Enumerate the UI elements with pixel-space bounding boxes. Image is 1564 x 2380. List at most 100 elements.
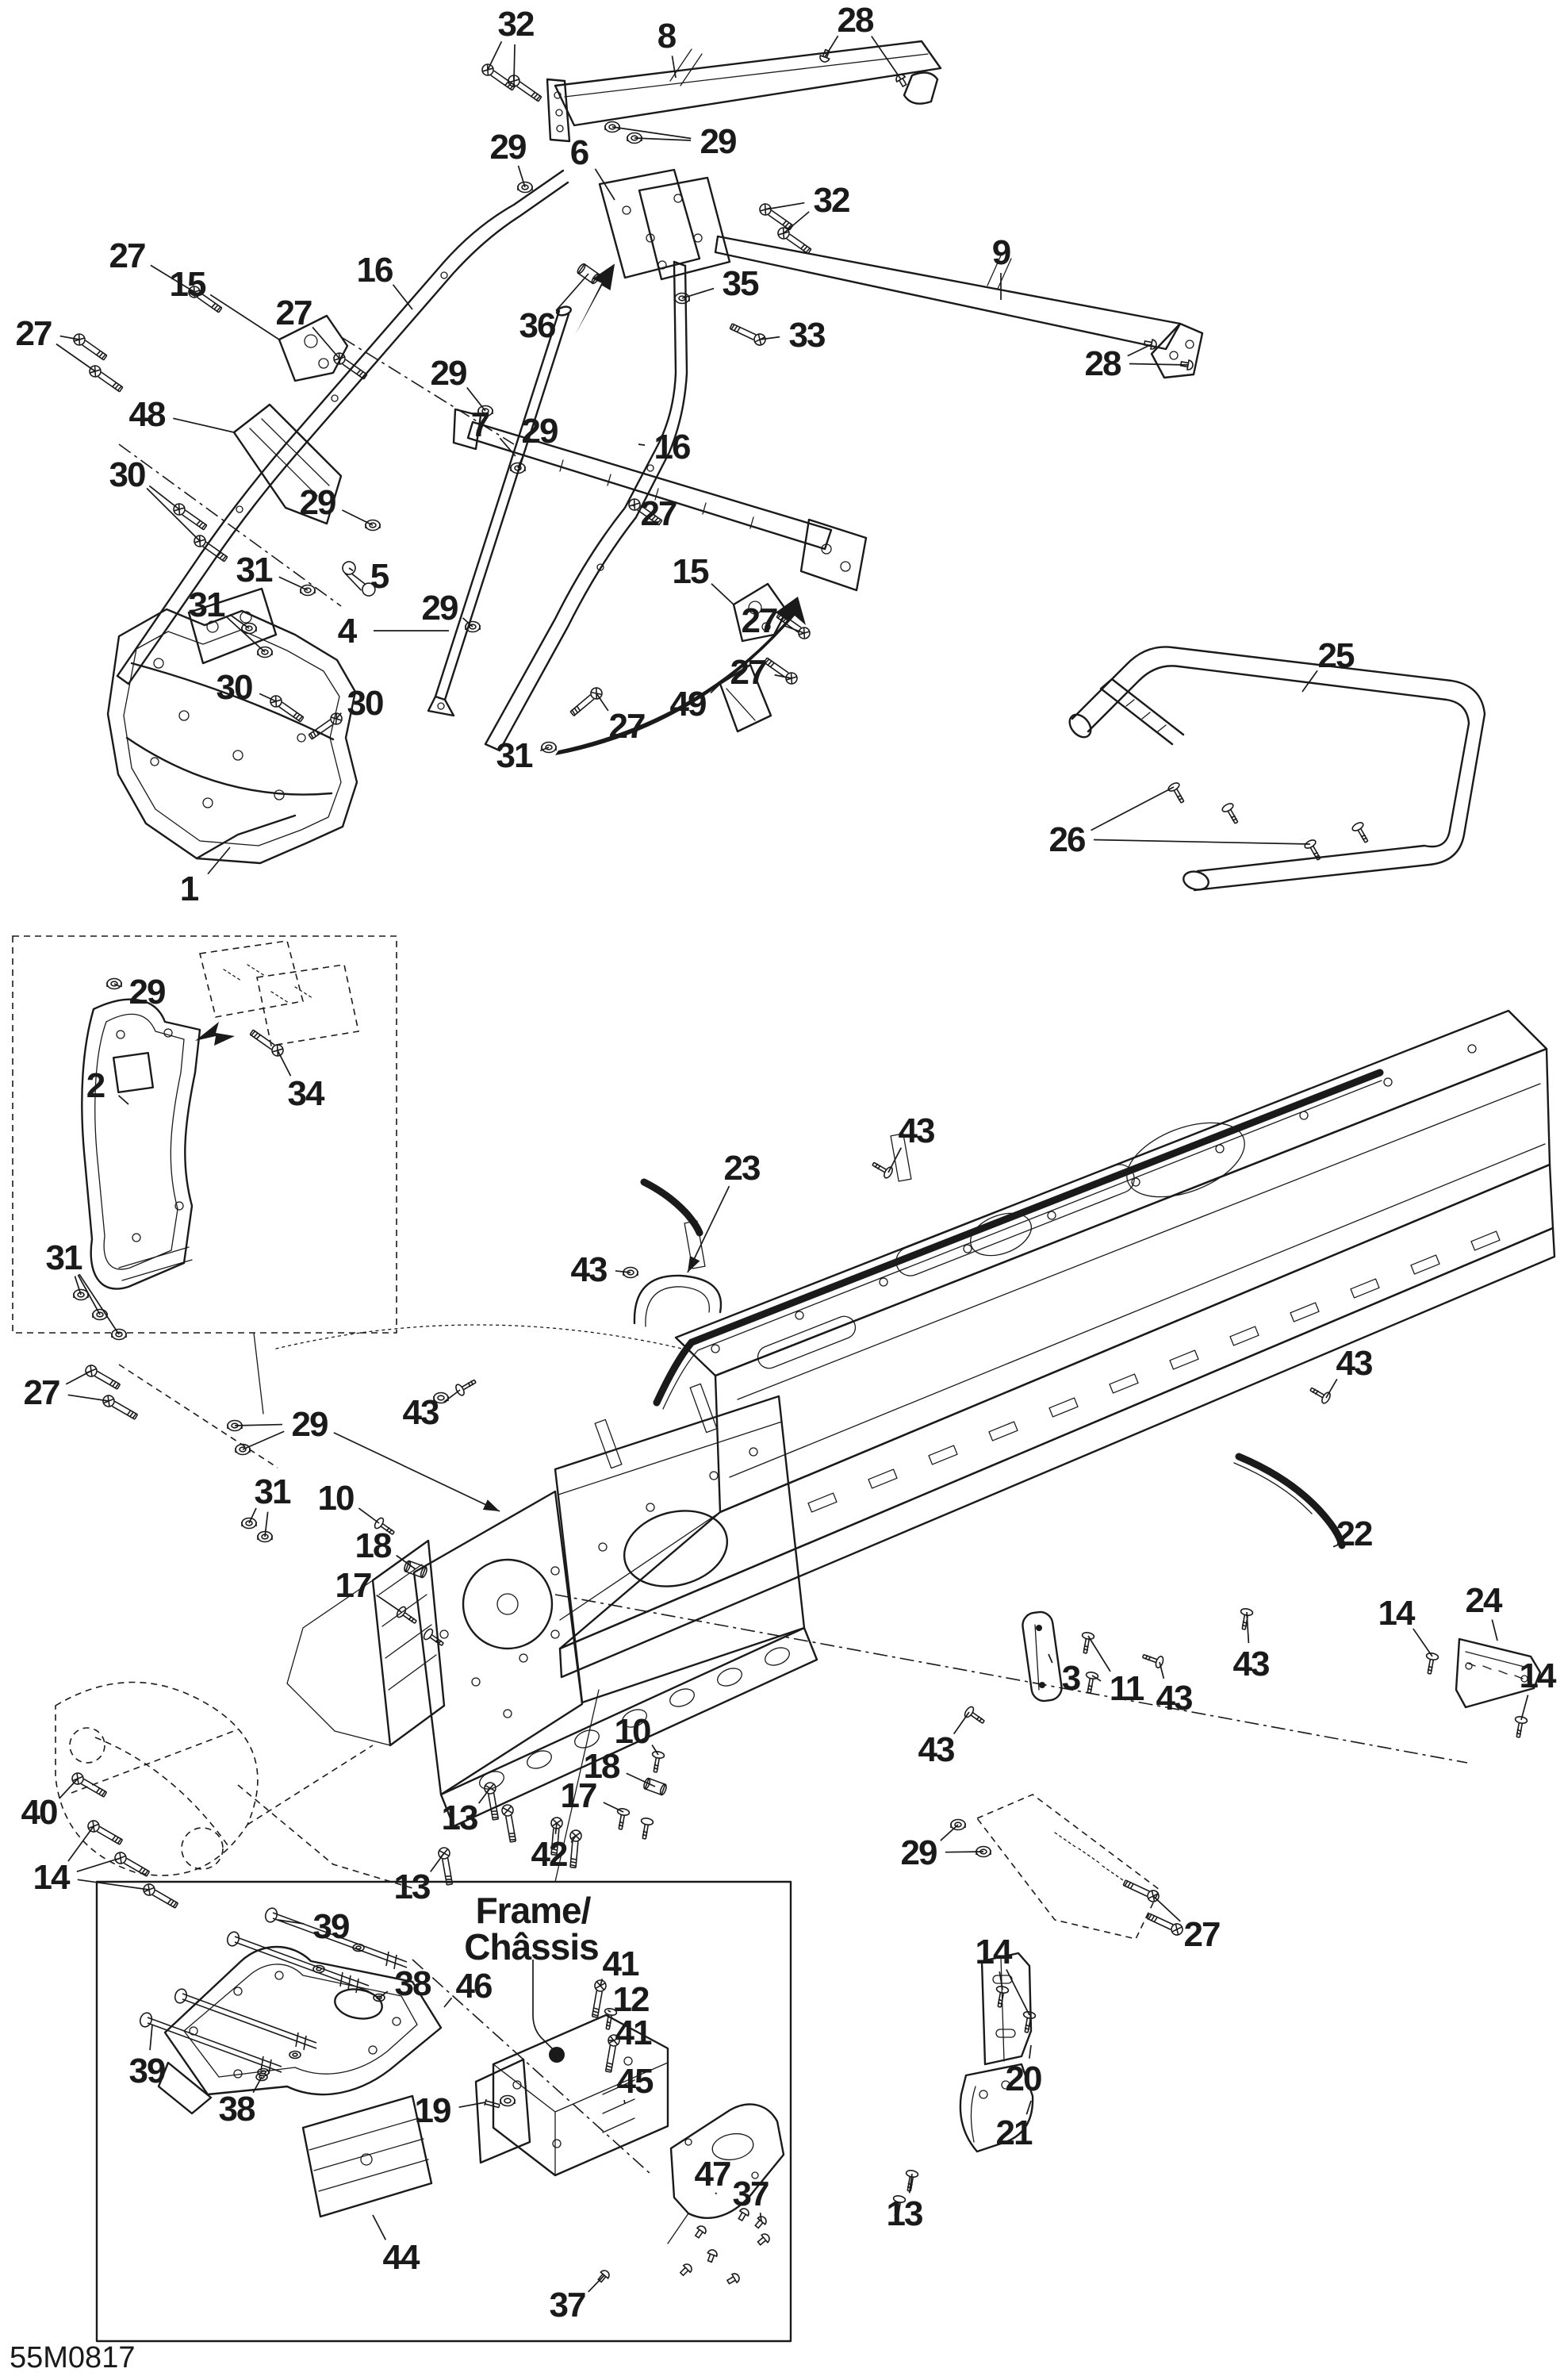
part-number-label: 38 <box>219 2090 255 2129</box>
leader-line <box>487 40 503 71</box>
leader-line <box>333 1432 500 1512</box>
part-callout-39: 39 <box>129 2024 167 2090</box>
fastener-nut-glyph <box>235 1443 251 1456</box>
leader-line <box>77 1274 101 1315</box>
part-callout-27: 27 <box>24 1365 139 1420</box>
fastener-bolt-glyph <box>1146 1913 1183 1936</box>
part-callout-27: 27 <box>1122 1879 1221 1954</box>
part-callout-31: 31 <box>496 736 557 775</box>
fastener-bolt-glyph <box>333 352 368 380</box>
fastener-screw-glyph <box>964 1706 985 1724</box>
part-number-label: 43 <box>403 1393 439 1432</box>
fastener-bolt-glyph <box>569 687 603 717</box>
part-number-label: 49 <box>670 685 706 724</box>
part-callout-16: 16 <box>638 428 692 466</box>
part-number-label: 43 <box>1156 1679 1192 1718</box>
pillar-detail-box <box>12 935 397 1334</box>
part-callout-32: 32 <box>481 5 542 102</box>
fastener-rivet-glyph <box>726 2273 740 2285</box>
part-number-label: 47 <box>695 2155 730 2194</box>
leader-line <box>588 2274 605 2293</box>
leader-line <box>626 1772 656 1787</box>
part-number-label: 31 <box>46 1238 82 1277</box>
fastener-washer-glyph <box>289 2050 301 2059</box>
part-callout-15: 15 <box>673 552 734 605</box>
leader-line <box>277 1919 305 1925</box>
part-number-label: 31 <box>236 551 273 589</box>
fastener-bolt-glyph <box>188 286 223 313</box>
part-number-label: 18 <box>355 1526 392 1565</box>
part-callout-31: 31 <box>241 1472 293 1543</box>
fastener-rivet-glyph <box>754 2216 767 2229</box>
part-callout-18: 18 <box>584 1747 667 1796</box>
leader-line <box>226 616 266 653</box>
leader-line <box>517 448 527 469</box>
leader-line <box>1325 1378 1338 1399</box>
part-number-label: 22 <box>1336 1514 1372 1553</box>
part-callout-42: 42 <box>531 1817 582 1874</box>
part-number-label: 44 <box>383 2238 420 2277</box>
fastener-nut-glyph <box>517 181 533 194</box>
leader-line <box>252 2076 263 2094</box>
part-number-label: 5 <box>370 557 389 596</box>
fastener-screw-glyph <box>1141 1653 1164 1668</box>
part-callout-36: 36 <box>519 263 600 345</box>
part-callout-38: 38 <box>373 1964 433 2003</box>
support-bar-9 <box>714 235 1204 379</box>
fastener-screw-glyph <box>1240 1608 1254 1630</box>
part-callout-28: 28 <box>1085 339 1194 383</box>
part-callout-11: 11 <box>1081 1632 1146 1708</box>
leader-line <box>259 693 277 702</box>
fastener-nut-glyph <box>106 977 122 990</box>
part-callout-13: 13 <box>887 2170 924 2233</box>
leader-line <box>76 1857 121 1872</box>
leader-line <box>1087 1635 1111 1672</box>
fastener-screw-glyph <box>1085 1672 1099 1694</box>
fastener-nut-glyph <box>111 1328 127 1341</box>
part-callout-14: 14 <box>976 1933 1037 2033</box>
fastener-bolt-glyph <box>591 1979 607 2018</box>
fastener-rivet-glyph <box>597 2270 610 2283</box>
leader-line <box>1093 839 1311 845</box>
leader-line <box>759 336 780 340</box>
part-number-label: 12 <box>613 1980 649 2019</box>
part-number-label: 28 <box>1085 344 1121 383</box>
leader-line <box>596 693 609 712</box>
part-number-label: 17 <box>561 1776 596 1815</box>
fastener-bolt-glyph <box>729 323 766 346</box>
part-number-label: 29 <box>522 412 558 451</box>
fastener-nut-glyph <box>976 1845 991 1858</box>
fastener-bolt-glyph <box>87 1820 124 1845</box>
leader-line <box>207 846 231 875</box>
fastener-washer-glyph <box>257 2067 270 2077</box>
fastener-rivet-glyph <box>679 2263 692 2277</box>
part-callout-27: 27 <box>628 494 678 533</box>
fastener-screw-glyph <box>374 1517 395 1535</box>
fastener-rivet-glyph <box>1179 359 1194 370</box>
part-number-label: 33 <box>789 316 825 355</box>
fastener-bolt-glyph <box>173 503 208 531</box>
leader-line <box>348 567 354 572</box>
part-number-label: 31 <box>255 1472 291 1511</box>
leader-line <box>396 1554 416 1570</box>
fastener-screw-glyph <box>1081 1632 1095 1654</box>
fastener-bolt-glyph <box>143 1883 179 1909</box>
part-number-label: 19 <box>415 2091 450 2130</box>
fastener-nut-glyph <box>604 121 620 133</box>
fastener-bolt-glyph <box>777 227 812 255</box>
bulkhead-assembly <box>286 1383 818 1828</box>
part-number-label: 20 <box>1006 2059 1041 2098</box>
fastener-washer-glyph <box>352 1943 365 1952</box>
part-callout-16: 16 <box>357 251 413 310</box>
fastener-nut-glyph <box>627 132 642 144</box>
part-callout-31: 31 <box>46 1238 127 1341</box>
part-number-label: 18 <box>584 1747 620 1786</box>
leader-line <box>1301 670 1318 693</box>
part-number-label: 29 <box>422 589 458 628</box>
part-callout-26: 26 <box>1049 782 1321 861</box>
fastener-rivet-glyph <box>1143 339 1157 350</box>
part-number-label: 43 <box>899 1111 934 1150</box>
part-callout-25: 25 <box>1301 636 1356 693</box>
leader-line <box>710 683 721 694</box>
part-callout-5: 5 <box>342 557 391 597</box>
